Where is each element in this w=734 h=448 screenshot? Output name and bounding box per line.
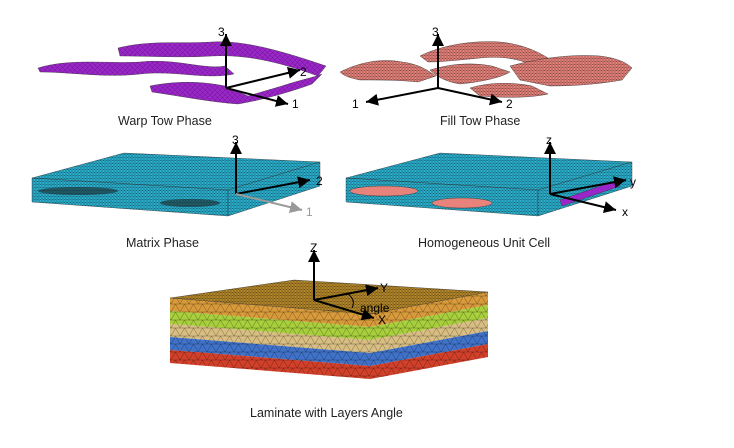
homog-axis-z-label: z [546,133,552,147]
matrix-axis-2-label: 2 [316,174,323,188]
warp-axes: 3 2 1 [218,25,307,111]
homog-fill-tow-left [349,185,419,197]
matrix-tow-cavity-right [160,199,220,207]
laminate-axis-y-arrow [313,284,379,301]
laminate-panel: Z Y X angle [169,241,489,379]
fill-tow-phase-panel: 3 1 2 [339,25,633,111]
laminate-axis-x-label: X [378,313,386,327]
homogeneous-unit-cell-panel: z y x [345,133,636,219]
warp-axis-1-arrow [225,87,289,107]
matrix-tow-cavity-left [38,187,118,195]
fill-tow-front-mesh [470,83,548,98]
warp-tow-front-mesh [38,61,234,76]
laminate-layer-front-mesh-5 [170,350,370,379]
laminate-layer-side-mesh-1 [370,292,488,327]
laminate-layer-side-mesh-4 [370,331,488,366]
warp-axis-2-label: 2 [300,65,307,79]
laminate-layer-front-mesh-4 [170,337,370,366]
laminate-axis-z-label: Z [310,241,317,255]
laminate-axis-y-label: Y [380,281,388,295]
homog-axis-x-label: x [622,205,628,219]
homog-axis-y-label: y [630,175,636,189]
homogeneous-caption: Homogeneous Unit Cell [418,236,551,250]
warp-tow-phase-panel: 3 2 1 [37,25,327,111]
fill-tow-back-mesh [420,41,548,64]
matrix-side-mesh [228,162,320,216]
matrix-axis-1-arrow [235,193,303,214]
matrix-axes: 3 2 1 [230,133,323,219]
homog-axis-x-arrow [549,193,617,214]
warp-tow-caption: Warp Tow Phase [118,114,212,128]
matrix-axis-2-arrow [235,176,311,195]
fill-tow-caption: Fill Tow Phase [440,114,521,128]
warp-tow-mesh [37,41,327,105]
laminate-angle-arc [347,293,354,309]
fill-axis-2-label: 2 [506,97,513,111]
warp-axis-3-label: 3 [218,25,225,39]
fill-tow-mesh [339,41,633,98]
laminate-layer-side-mesh-5 [370,344,488,379]
fill-tow-mid-mesh [430,63,510,84]
homog-fill-tow-right [431,197,493,209]
homog-top-mesh [346,153,632,190]
homog-axis-y-arrow [549,176,627,195]
laminate-caption: Laminate with Layers Angle [250,406,403,420]
fill-tow-left-mesh [340,60,436,82]
laminate-layer-front-mesh-3 [170,324,370,353]
matrix-top-mesh [32,153,320,190]
fill-axis-1-label: 1 [352,97,359,111]
matrix-axis-3-label: 3 [232,133,239,147]
laminate-layer-side-mesh-3 [370,318,488,353]
matrix-caption: Matrix Phase [126,236,199,250]
laminate-axis-x-arrow [313,299,375,321]
laminate-axes: Z Y X angle [308,241,390,327]
fill-axis-1-arrow [365,87,439,106]
homog-axes: z y x [544,133,636,219]
fill-axis-3-label: 3 [432,25,439,39]
warp-tow-lower-mesh [150,74,322,104]
laminate-angle-label: angle [360,301,390,315]
matrix-axis-1-label: 1 [306,205,313,219]
fill-axes: 3 1 2 [352,25,513,111]
laminate-layer-side-mesh-2 [370,305,488,340]
warp-axis-1-label: 1 [292,97,299,111]
warp-axis-2-arrow [225,67,301,89]
fill-tow-right-mesh [510,55,632,86]
laminate-layer-front-mesh-1 [170,298,370,327]
laminate-layer-front-mesh-2 [170,311,370,340]
matrix-phase-panel: 3 2 1 [31,133,323,219]
fill-axis-2-arrow [437,87,503,106]
laminate-layer-stack [170,292,488,379]
warp-tow-back-mesh [118,41,326,76]
